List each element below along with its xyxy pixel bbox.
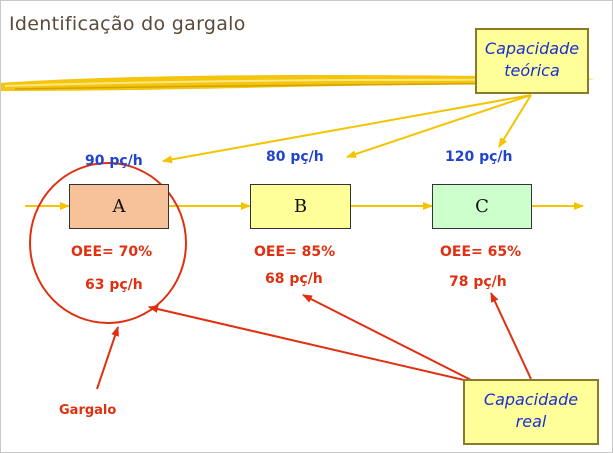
- gargalo-label: Gargalo: [59, 403, 117, 418]
- station-c-capacity: 120 pç/h: [445, 149, 513, 165]
- station-a-capacity: 90 pç/h: [85, 153, 143, 169]
- station-c-label: C: [475, 196, 489, 217]
- station-a-oee: OEE= 70%: [71, 244, 153, 260]
- callout-real-line1: Capacidade: [483, 390, 579, 409]
- teorica-arrow-b: [346, 94, 532, 158]
- teorica-arrow-c: [498, 94, 532, 148]
- station-b-oee: OEE= 85%: [254, 244, 336, 260]
- station-c-real: 78 pç/h: [449, 274, 507, 290]
- station-b-real: 68 pç/h: [265, 271, 323, 287]
- station-a-box: A: [69, 184, 169, 229]
- station-a-real: 63 pç/h: [85, 277, 143, 293]
- callout-teorica-line2: teórica: [504, 61, 560, 80]
- callout-teorica-line1: Capacidade: [484, 39, 580, 58]
- slide-title: Identificação do gargalo: [9, 13, 246, 35]
- callout-capacidade-teorica: Capacidade teórica: [475, 28, 589, 94]
- station-b-box: B: [250, 184, 351, 229]
- teorica-arrow-a: [162, 94, 532, 164]
- station-c-oee: OEE= 65%: [440, 244, 522, 260]
- callout-real-line2: real: [515, 412, 547, 431]
- real-arrow-a: [148, 305, 478, 384]
- station-b-label: B: [293, 196, 308, 217]
- bottleneck-circle: [29, 162, 187, 324]
- real-arrow-b: [302, 294, 478, 384]
- station-a-label: A: [112, 196, 126, 217]
- callout-capacidade-real: Capacidade real: [463, 379, 599, 445]
- real-arrow-c: [490, 292, 532, 380]
- gargalo-arrow: [96, 326, 119, 390]
- station-b-capacity: 80 pç/h: [266, 149, 324, 165]
- station-c-box: C: [432, 184, 532, 229]
